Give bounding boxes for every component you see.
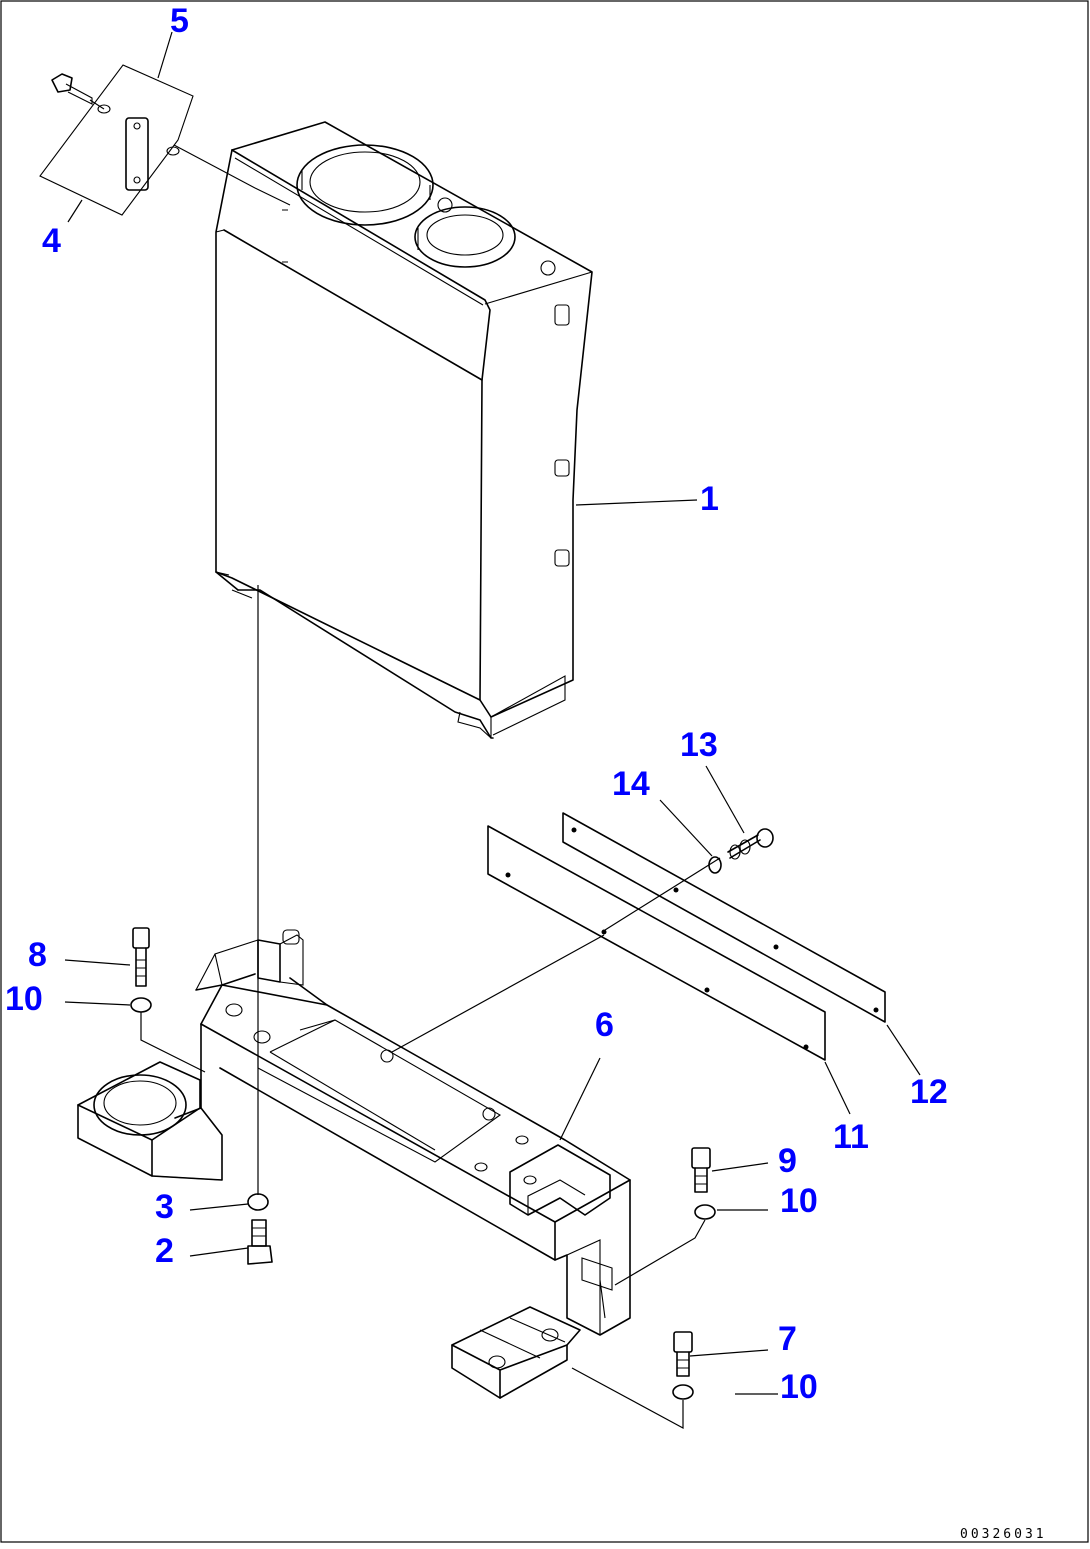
washer-14 [708, 856, 722, 874]
callout-5: 5 [170, 2, 189, 40]
support-frame [77, 929, 631, 1399]
callout-2: 2 [155, 1232, 174, 1270]
callout-10-bottom: 10 [780, 1368, 818, 1406]
callout-1: 1 [700, 480, 719, 518]
bolt-2 [247, 1219, 273, 1265]
washer-10b [694, 1204, 716, 1220]
washer-10c [672, 1384, 694, 1400]
assembly-lines [140, 585, 721, 1430]
bolt-8 [132, 927, 150, 987]
bolt-9 [691, 1147, 711, 1193]
callout-10-right: 10 [780, 1182, 818, 1220]
callout-8: 8 [28, 936, 47, 974]
bolt-7 [673, 1331, 693, 1377]
leader-lines [64, 31, 921, 1395]
callout-9: 9 [778, 1142, 797, 1180]
callout-4: 4 [42, 222, 61, 260]
washer-3 [247, 1193, 269, 1211]
drawing-number: 00326031 [960, 1527, 1047, 1542]
bracket-plate [39, 64, 291, 216]
washer-10a [130, 997, 152, 1013]
callout-10-left: 10 [5, 980, 43, 1018]
callout-11: 11 [833, 1118, 869, 1156]
cover-plate-12 [562, 812, 886, 1023]
bolt-13 [727, 828, 774, 860]
cap-screw-5 [51, 73, 93, 105]
radiator-assembly [215, 121, 593, 739]
callout-3: 3 [155, 1188, 174, 1226]
callout-12: 12 [910, 1073, 948, 1111]
callouts: 1 2 3 4 5 6 7 8 9 10 10 10 11 12 13 14 [5, 2, 948, 1406]
callout-13: 13 [680, 726, 718, 764]
callout-6: 6 [595, 1006, 614, 1044]
callout-7: 7 [778, 1320, 797, 1358]
cover-plate-11 [487, 825, 826, 1061]
callout-14: 14 [612, 765, 650, 803]
